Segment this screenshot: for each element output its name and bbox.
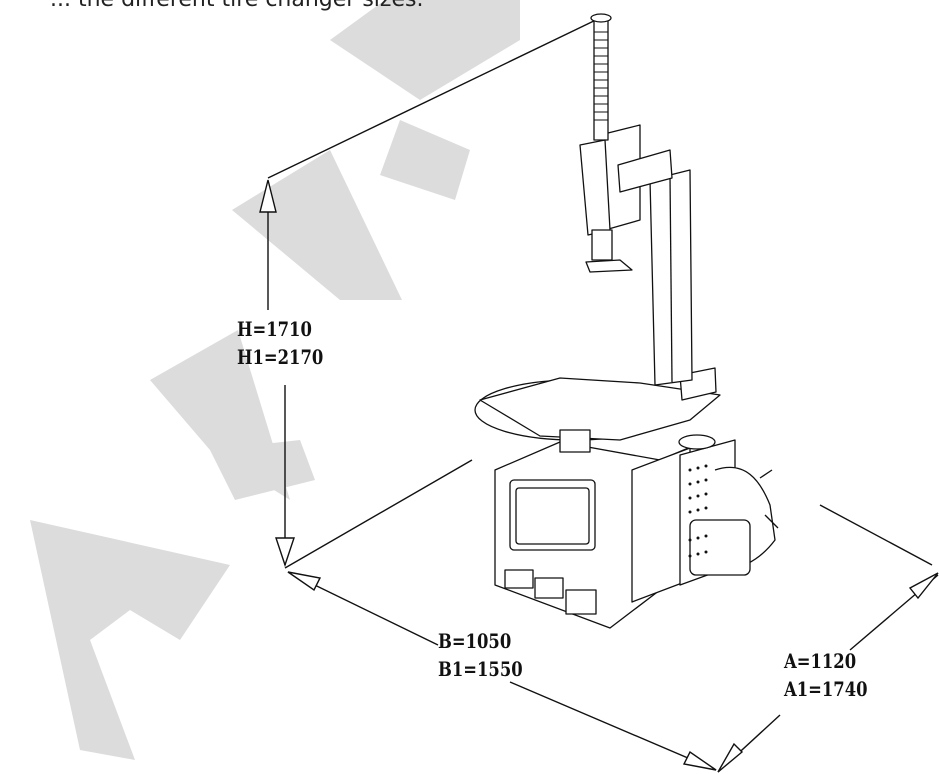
machine-handle-top <box>759 469 773 479</box>
width-arrow-right <box>908 572 939 600</box>
machine-bead-breaker-blade <box>689 519 751 576</box>
height-max-value: H1=2170 <box>237 345 324 369</box>
top-caption: ... the different tire changer sizes. <box>50 0 423 12</box>
machine-pedal-1 <box>504 569 534 589</box>
dimension-lines <box>259 17 939 773</box>
machine-gauge <box>678 434 716 450</box>
width-value: A=1120 <box>784 649 857 673</box>
machine-front-panel-inner <box>515 487 590 545</box>
depth-value: B=1050 <box>438 629 512 653</box>
watermark-t-bar <box>330 0 520 100</box>
machine-handle-bottom <box>764 514 779 529</box>
machine-turntable-base <box>559 429 591 453</box>
height-reference-line <box>267 17 601 179</box>
depth-arrow-left <box>287 571 322 592</box>
machine-horizontal-arm <box>617 149 673 193</box>
machine-pedal-3 <box>565 589 597 615</box>
height-arrow-down <box>275 537 295 568</box>
machine-pedal-2 <box>534 577 564 599</box>
machine-mount-foot <box>585 259 633 273</box>
watermark-r-stem <box>232 150 402 300</box>
width-label: A=1120 A1=1740 <box>784 647 868 703</box>
watermark-a-bar <box>210 440 315 500</box>
machine-turntable-jaws <box>479 377 721 441</box>
watermark-shapes <box>30 0 520 760</box>
depth-max-value: B1=1550 <box>438 657 523 681</box>
depth-label: B=1050 B1=1550 <box>438 627 523 683</box>
width-max-value: A1=1740 <box>784 677 868 701</box>
depth-extension-line <box>284 459 473 569</box>
width-arrow-left <box>717 742 744 773</box>
tire-changer-machine <box>474 13 779 629</box>
machine-grille-dots <box>688 464 708 558</box>
machine-spring-coils <box>594 31 608 121</box>
machine-shaft-cap <box>590 13 612 23</box>
width-extension-line <box>819 504 933 566</box>
height-label: H=1710 H1=2170 <box>237 315 323 371</box>
machine-mount-head <box>591 229 613 261</box>
depth-arrow-right <box>682 750 717 771</box>
depth-dimension-line-right <box>509 681 717 771</box>
watermark-g-shape <box>30 520 230 760</box>
height-value: H=1710 <box>237 317 312 341</box>
machine-column-edge <box>669 175 673 383</box>
height-arrow-up <box>259 179 277 213</box>
machine-mount-bracket <box>579 139 611 236</box>
watermark-r-bowl <box>380 120 470 200</box>
